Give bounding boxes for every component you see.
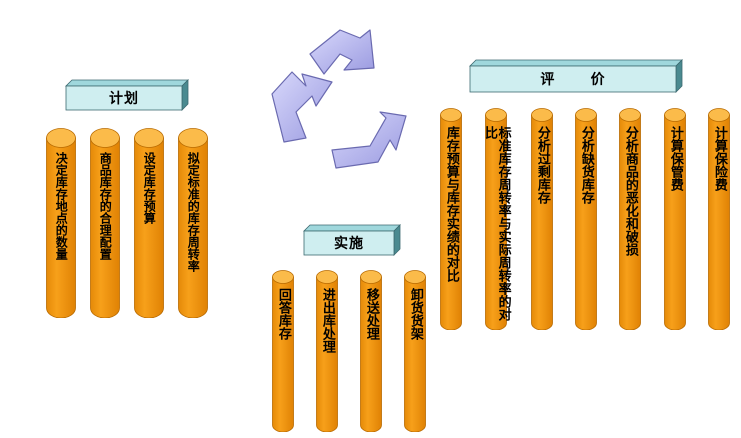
plan_items-item-label: 拟定标准的库存周转率 [186,152,201,272]
evaluate_items-item-label: 分析商品的恶化和破损 [622,126,638,256]
plan_items-item-label: 设定库存预算 [142,152,157,224]
plan-header: 计划 [65,79,189,111]
plan_items-item-3: 拟定标准的库存周转率 [178,128,208,318]
evaluate-header-label: 评 价 [540,72,606,88]
implement_items-item-label: 进出库处理 [319,288,335,353]
evaluate_items-item-4: 分析商品的恶化和破损 [619,108,641,330]
implement_items-item-1: 进出库处理 [316,270,338,432]
implement_items-item-0: 回答库存 [272,270,294,432]
implement_items-item-label: 卸货货架 [407,288,423,340]
implement-header: 实施 [303,224,401,256]
implement_items-item-3: 卸货货架 [404,270,426,432]
plan_items-item-1: 商品库存的合理配置 [90,128,120,318]
implement_items-item-2: 移送处理 [360,270,382,432]
evaluate_items-item-2: 分析过剩库存 [531,108,553,330]
evaluate_items-item-label: 分析缺货库存 [578,126,594,204]
evaluate_items-item-label: 库存预算与库存实绩的对比 [443,126,459,282]
evaluate_items-item-label: 计算保管费 [667,126,683,191]
evaluate_items-item-label: 计算保险费 [711,126,727,191]
implement_items-item-label: 移送处理 [363,288,379,340]
evaluate_items-item-0: 库存预算与库存实绩的对比 [440,108,462,330]
evaluate_items-item-1: 标准库存周转率与实际周转率的对比 [482,108,511,330]
evaluate_items-item-label: 分析过剩库存 [534,126,550,204]
evaluate_items-item-3: 分析缺货库存 [575,108,597,330]
plan-header-label: 计划 [109,91,139,107]
plan_items-item-label: 决定库存地点的数量 [54,152,69,260]
evaluate_items-item-label: 标准库存周转率与实际周转率的对比 [482,126,511,321]
implement-header-label: 实施 [334,236,364,252]
evaluate_items-item-5: 计算保管费 [664,108,686,330]
evaluate_items-item-6: 计算保险费 [708,108,730,330]
plan_items-item-label: 商品库存的合理配置 [98,152,113,260]
evaluate-header: 评 价 [469,59,683,93]
plan_items-item-0: 决定库存地点的数量 [46,128,76,318]
implement_items-item-label: 回答库存 [275,288,291,340]
recycle-arrows-icon [262,24,412,180]
plan_items-item-2: 设定库存预算 [134,128,164,318]
